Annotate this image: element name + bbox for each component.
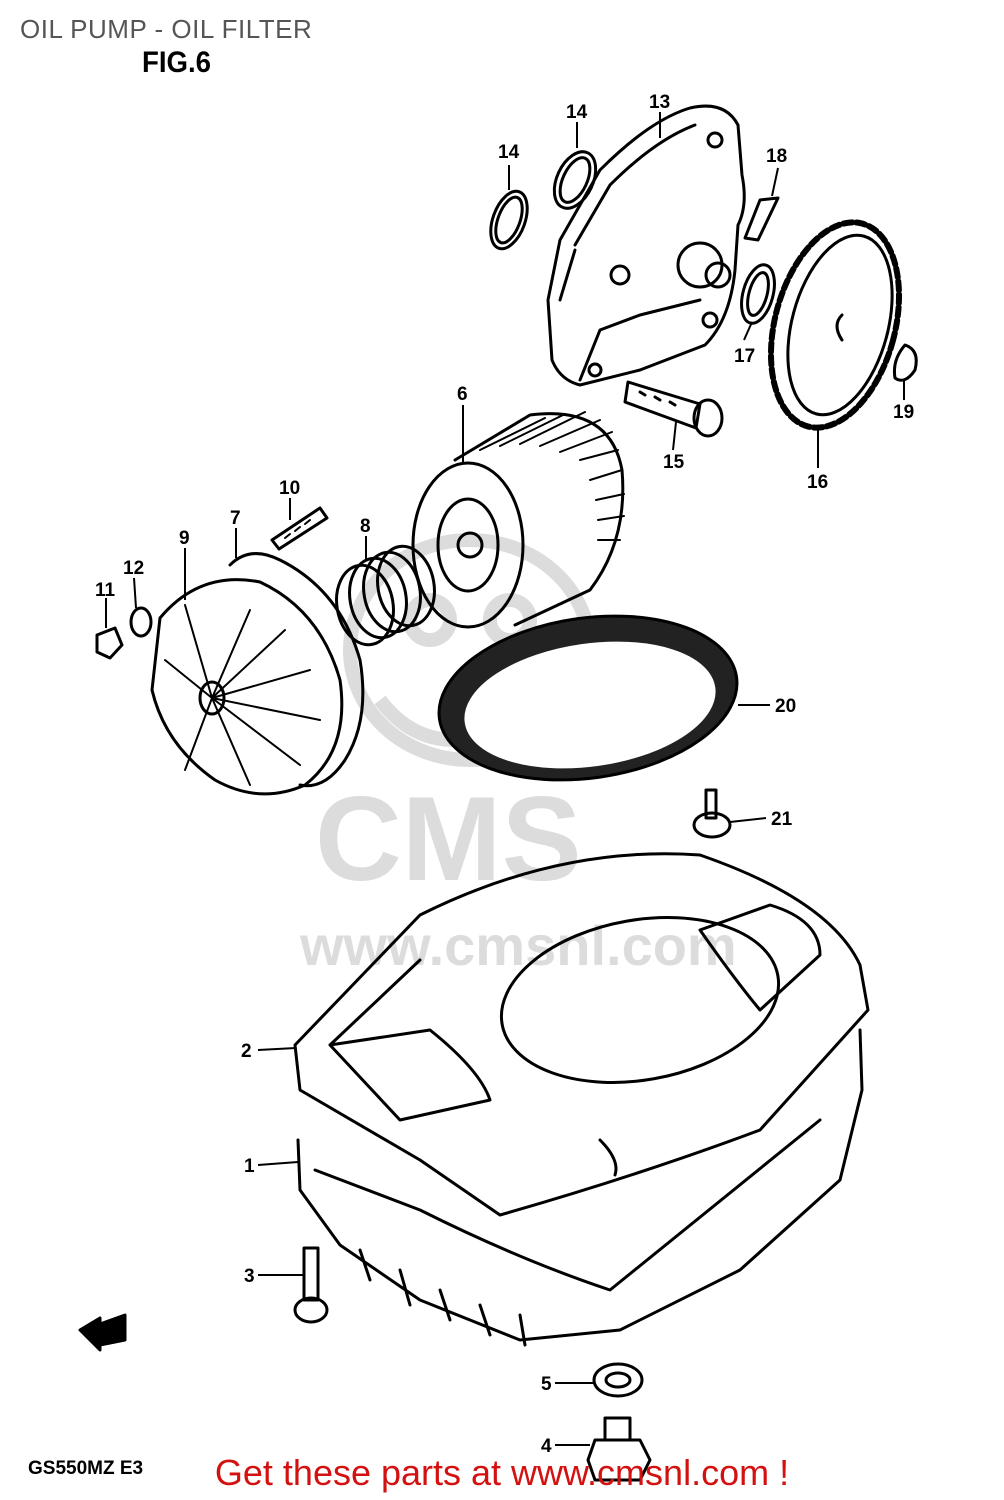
front-arrow-icon (78, 1313, 127, 1352)
callout-21: 21 (771, 809, 793, 830)
callout-20: 20 (775, 696, 796, 717)
oil-pump-body (546, 104, 746, 387)
callout-10: 10 (279, 478, 300, 499)
bolt-21 (692, 788, 732, 839)
callout-6: 6 (457, 384, 468, 405)
pin-18 (743, 196, 780, 242)
spring-8 (335, 544, 436, 647)
o-ring-14-left-inner (494, 195, 524, 245)
callout-9: 9 (179, 528, 190, 549)
model-code: GS550MZ E3 (28, 1458, 144, 1479)
pump-gear-16 (767, 219, 903, 431)
oil-pan-1-ribs (358, 1248, 527, 1347)
oil-pump-bolt-hole-4 (587, 362, 603, 378)
callout-5: 5 (541, 1374, 552, 1395)
callout-labels: 14 14 13 18 17 16 19 15 6 10 7 8 9 12 11… (95, 92, 914, 1457)
get-parts-link[interactable]: Get these parts at www.cmsnl.com ! (214, 1452, 790, 1493)
pump-gear-16-center (835, 313, 844, 342)
callout-17: 17 (734, 346, 755, 367)
callout-16: 16 (807, 472, 828, 493)
o-ring-14-left (489, 189, 529, 251)
callout-4: 4 (541, 1436, 552, 1457)
drain-gasket-5-inner (604, 1371, 632, 1389)
drain-gasket-5 (592, 1362, 644, 1398)
stud-10 (270, 506, 329, 551)
oil-filter-6 (411, 411, 625, 629)
oil-pump-bolt-hole (609, 264, 631, 286)
oil-pan-gasket-2 (293, 852, 870, 1217)
oil-pump-bolt-hole-2 (701, 311, 719, 329)
callout-7: 7 (230, 508, 241, 529)
washer-17 (740, 263, 776, 325)
oil-pump-bolt-hole-3 (706, 131, 724, 149)
callout-11: 11 (95, 580, 116, 601)
oil-pan-1 (296, 1028, 864, 1342)
cover-gasket-20-inner (464, 641, 716, 769)
oil-pan-gasket-2-opening (499, 916, 781, 1084)
oil-pump-shaft-hub (704, 261, 732, 289)
oil-pan-gasket-2-cutout (698, 903, 822, 1012)
oil-pump-body-edge (558, 123, 702, 382)
callout-19: 19 (893, 402, 914, 423)
figure-label: FIG.6 (142, 46, 212, 79)
bolt-3 (293, 1246, 329, 1324)
callout-18: 18 (766, 146, 787, 167)
gasket-7 (228, 552, 365, 788)
callout-13: 13 (649, 92, 670, 113)
bolt-15 (623, 380, 724, 438)
watermark-logo-text: CMS (315, 772, 582, 906)
callout-12: 12 (123, 558, 144, 579)
callout-15: 15 (663, 452, 685, 473)
washer-17-inner (746, 271, 770, 317)
callout-1: 1 (244, 1156, 255, 1177)
watermark-site-text: www.cmsnl.com (299, 914, 737, 977)
drain-plug-4 (586, 1416, 652, 1482)
pump-gear-16-face (786, 233, 894, 417)
o-ring-14-right-inner (558, 156, 592, 204)
oil-pan-1-body (313, 1118, 822, 1292)
page-title: OIL PUMP - OIL FILTER (20, 14, 313, 44)
circlip-19 (893, 343, 918, 382)
leader-lines (105, 112, 905, 1446)
cap-nut-11 (95, 626, 124, 660)
washer-12 (129, 606, 153, 638)
callout-3: 3 (244, 1266, 255, 1287)
callout-8: 8 (360, 516, 371, 537)
callout-14-left: 14 (498, 142, 520, 163)
callout-14-right: 14 (566, 102, 588, 123)
oil-pan-gasket-2-inner (328, 958, 492, 1122)
oil-pump-shaft (676, 241, 724, 289)
filter-cover-9 (150, 578, 344, 796)
callout-2: 2 (241, 1041, 252, 1062)
